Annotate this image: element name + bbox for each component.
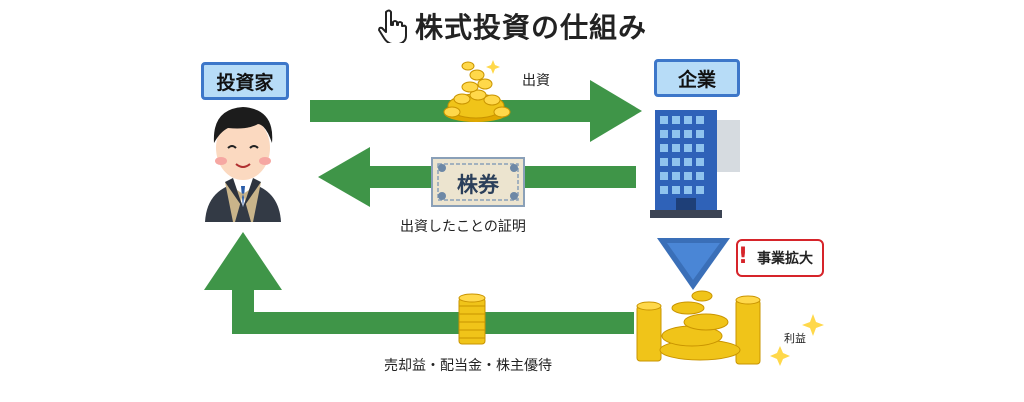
title-area: 株式投資の仕組み [0,6,1024,46]
sparkle-icon [770,314,824,366]
profit-coins-icon [636,290,761,365]
pointing-hand-icon [377,9,407,43]
profit-caption: 利益 [784,332,806,345]
business-expansion-badge: 事業拡大 [736,239,824,277]
office-building-icon [650,110,740,218]
gold-coins-icon [443,60,511,122]
certificate-text: 株券 [457,172,499,197]
diagram-title: 株式投資の仕組み [414,11,647,44]
exclamation-icon: ! [738,244,749,269]
company-label: 企業 [654,59,740,97]
return-arrow [204,232,634,334]
investment-caption: 出資 [522,73,550,89]
gold-coin-stack-icon [458,293,486,345]
expansion-triangle [657,238,730,290]
return-caption: 売却益・配当金・株主優待 [384,358,552,374]
investor-label: 投資家 [201,62,289,100]
stock-certificate-icon [431,157,525,207]
certificate-caption: 出資したことの証明 [400,219,526,235]
business-expansion-label: 事業拡大 [757,251,813,267]
businessman-icon [205,107,281,222]
